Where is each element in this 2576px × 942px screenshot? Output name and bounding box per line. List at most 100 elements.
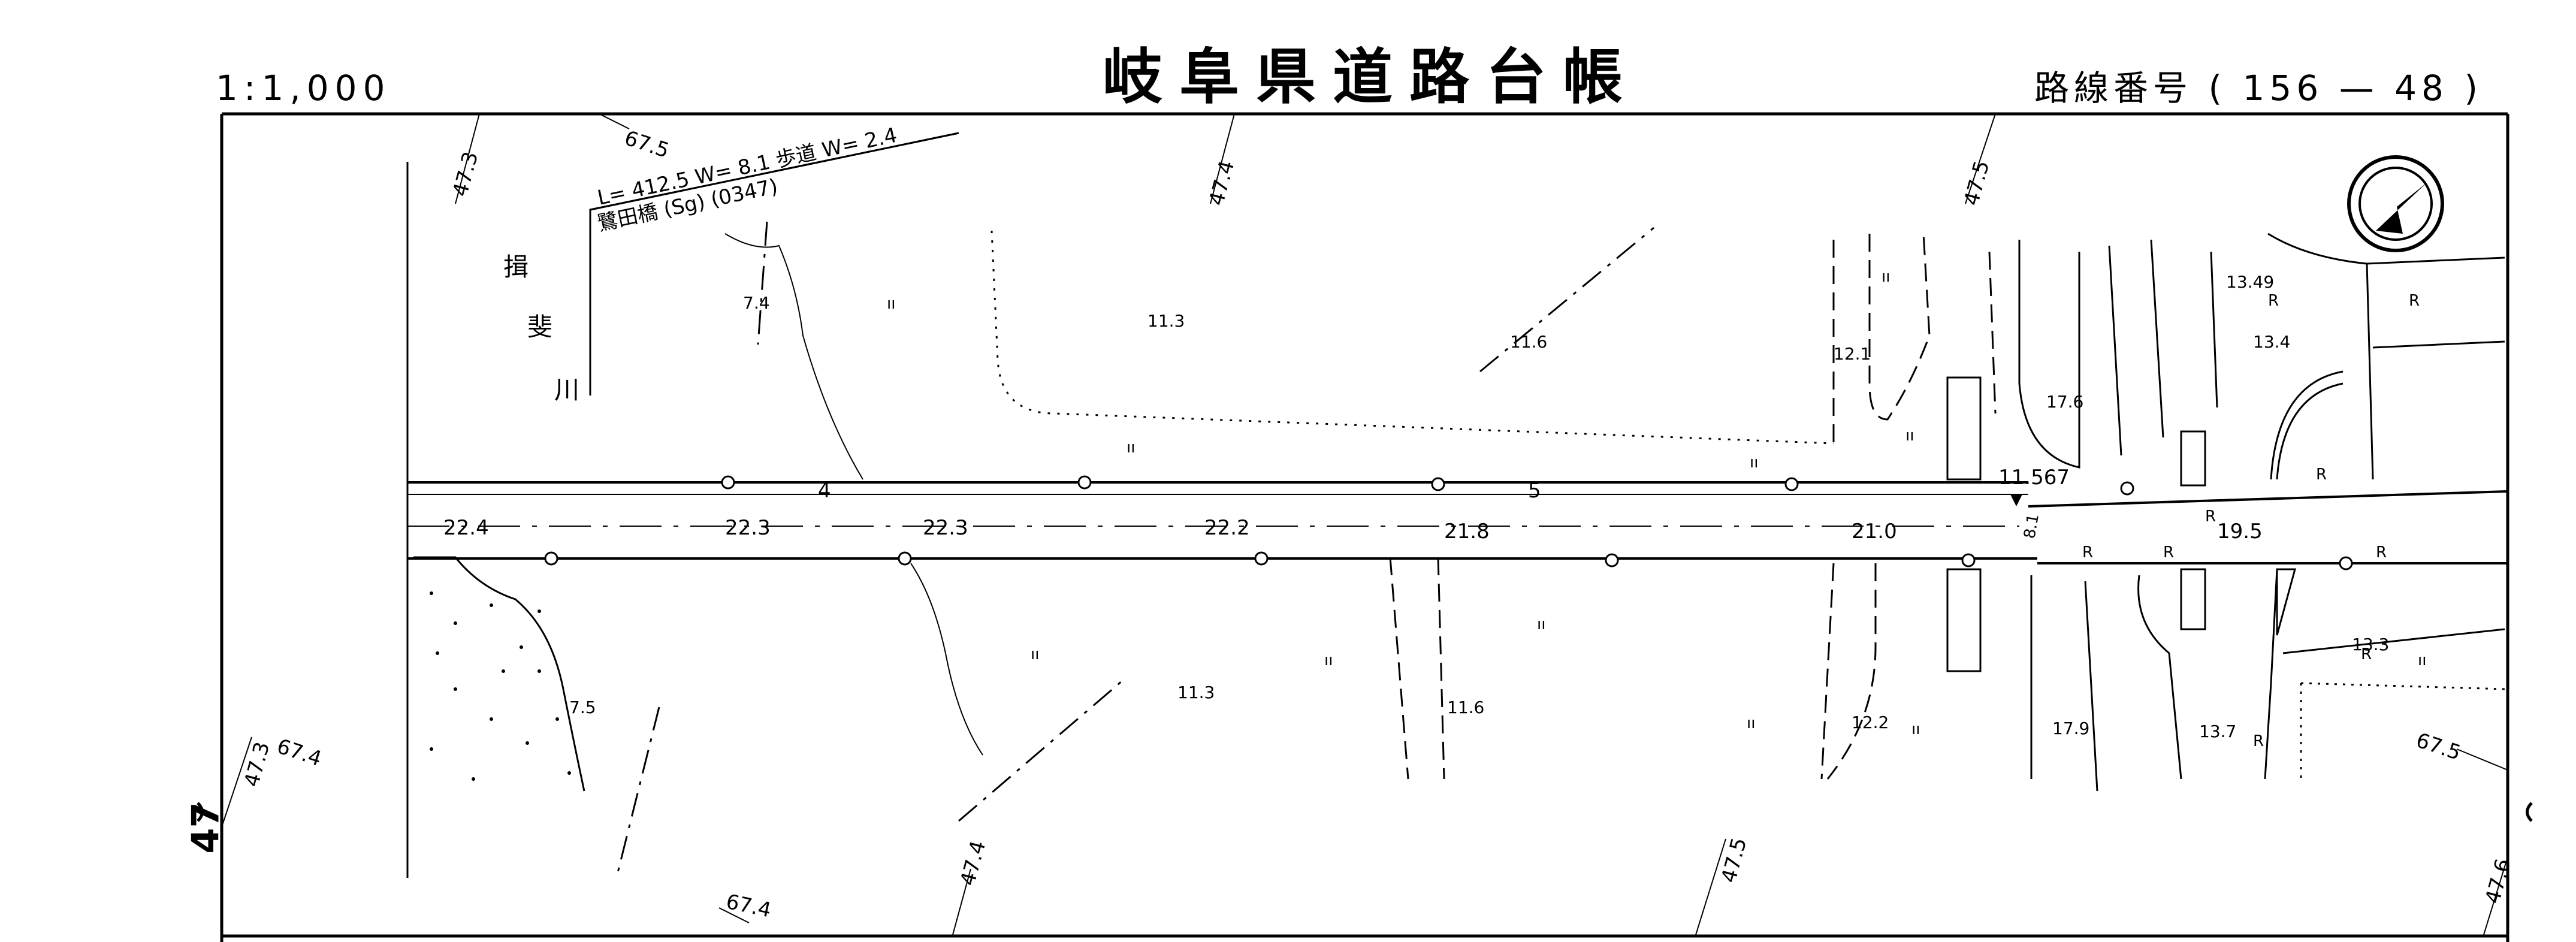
grid-tick-top-47-4 (1210, 113, 1235, 204)
grid-label-bottom-67-4: 67.4 (724, 890, 773, 923)
building-d (2210, 251, 2218, 408)
vegetation-symbol-9: ıı (1905, 427, 1914, 445)
road-marker-n4 (1784, 477, 1799, 491)
river-name-char-2: 斐 (527, 312, 552, 342)
building-e (2366, 263, 2374, 480)
elevation-11-6-top: 11.6 (1510, 332, 1547, 352)
dotted-boundary-north (990, 230, 1834, 445)
route-marker-4: R (2205, 508, 2216, 526)
chain-line-d (616, 707, 660, 875)
station-label-4: 4 (818, 479, 831, 503)
elevation-17-6: 17.6 (2046, 392, 2083, 412)
vegetation-symbol-2: ıı (1127, 439, 1135, 457)
grid-tick-top-47-5 (1965, 113, 1996, 204)
road-marker-n5 (2120, 481, 2134, 496)
vegetation-symbol-4: ıı (1031, 645, 1039, 663)
elevation-7-4: 7.4 (743, 293, 770, 313)
width-value: 8.1 (2021, 512, 2043, 540)
river-name-char-3: 川 (554, 375, 579, 404)
road-elevation-1: 22.4 (443, 516, 489, 540)
elevation-13-7: 13.7 (2199, 721, 2236, 741)
chain-line-a (757, 221, 768, 345)
road-marker-n1 (721, 475, 735, 490)
route-number: 路線番号 ( 156 — 48 ) (2034, 71, 2483, 105)
road-elevation-7: 19.5 (2217, 520, 2263, 544)
road-east-north-edge (2028, 490, 2508, 508)
elevation-12-2: 12.2 (1852, 712, 1889, 732)
boundary-value: 11.567 (1998, 466, 2070, 490)
hatched-block-c (2276, 568, 2296, 636)
map-scale: 1:1,000 (216, 68, 391, 108)
elevation-11-3-bottom: 11.3 (1177, 683, 1215, 702)
building-n (2300, 682, 2505, 690)
vegetation-symbol-10: ıı (1911, 720, 1920, 738)
route-dash: — (2339, 68, 2379, 108)
elevation-11-3-top: 11.3 (1147, 311, 1185, 331)
road-marker-s5 (1961, 553, 1976, 567)
vegetation-symbol-3: ıı (1750, 454, 1758, 472)
grid-label-left-67-4: 67.4 (274, 735, 324, 771)
grid-label-top-47-3: 47.3 (448, 149, 483, 199)
grid-tick-top-67-5 (599, 113, 630, 129)
building-f (2267, 233, 2505, 265)
elevation-12-1: 12.1 (1834, 344, 1871, 364)
bridge-leader-underline (590, 132, 959, 211)
building-a (2018, 240, 2080, 469)
river-bank-south (910, 563, 983, 756)
route-marker-5: R (2082, 544, 2093, 561)
route-marker-8: R (2361, 645, 2372, 663)
route-marker-1: R (2268, 292, 2279, 310)
grid-label-top-47-5: 47.5 (1959, 158, 1994, 208)
sandbar-stipple (430, 591, 571, 781)
route-close-paren: ) (2464, 68, 2483, 108)
elevation-13-49: 13.49 (2226, 272, 2274, 292)
grid-label-bottom-47-4: 47.4 (956, 838, 990, 888)
sandbar-outline (413, 556, 585, 792)
route-minor-number: 48 (2394, 68, 2448, 108)
route-marker-9: R (2253, 732, 2264, 750)
road-marker-s2 (898, 551, 912, 566)
road-marker-s3 (1254, 551, 1269, 566)
map-title: 岐阜県道路台帳 (1103, 41, 1639, 112)
edge-bracket-right (2526, 802, 2533, 822)
road-marker-s4 (1605, 553, 1619, 567)
grid-tick-bottom-47-4 (952, 868, 971, 935)
block-dash-f (1826, 563, 1877, 780)
road-elevation-2: 22.3 (725, 516, 771, 540)
route-major-number: 156 (2242, 68, 2324, 108)
vegetation-symbol-8: ıı (1882, 268, 1890, 286)
block-dash-g (1820, 563, 1835, 780)
road-elevation-4: 22.2 (1204, 516, 1250, 540)
grid-tick-left-47-3 (221, 736, 252, 828)
hatched-block-d (2276, 382, 2344, 480)
hatched-block-a (2180, 430, 2206, 487)
road-elevation-6: 21.0 (1852, 520, 1897, 544)
chain-line-b (1479, 227, 1654, 373)
grid-tick-top-47-3 (455, 113, 480, 204)
building-l (2264, 569, 2278, 780)
road-marker-n2 (1077, 475, 1092, 490)
block-dash-c (1988, 251, 1997, 414)
grid-tick-bottom-47-5 (1695, 838, 1726, 935)
grid-label-top-47-4: 47.4 (1204, 158, 1239, 208)
grid-label-top-67-5: 67.5 (621, 126, 672, 163)
grid-tick-bottom-67-4 (718, 907, 750, 923)
road-marker-s6 (2339, 556, 2353, 570)
road-elevation-3: 22.3 (923, 516, 968, 540)
grid-label-right-47-6: 47.6 (2481, 856, 2515, 906)
north-arrow-icon (2347, 155, 2444, 252)
block-dash-b (1868, 233, 1931, 421)
road-marker-n3 (1431, 477, 1445, 491)
route-marker-2: R (2409, 292, 2420, 310)
building-b (2108, 245, 2122, 456)
vegetation-symbol-11: ıı (2418, 651, 2426, 669)
vegetation-symbol-6: ıı (1537, 615, 1545, 633)
grid-tick-right-47-6 (2483, 856, 2508, 935)
chain-line-c (958, 676, 1127, 822)
building-m (2282, 628, 2505, 654)
building-c (2150, 239, 2164, 438)
river-name-char-1: 揖 (503, 252, 529, 282)
road-marker-s1 (544, 551, 558, 566)
elevation-13-4: 13.4 (2253, 332, 2290, 352)
